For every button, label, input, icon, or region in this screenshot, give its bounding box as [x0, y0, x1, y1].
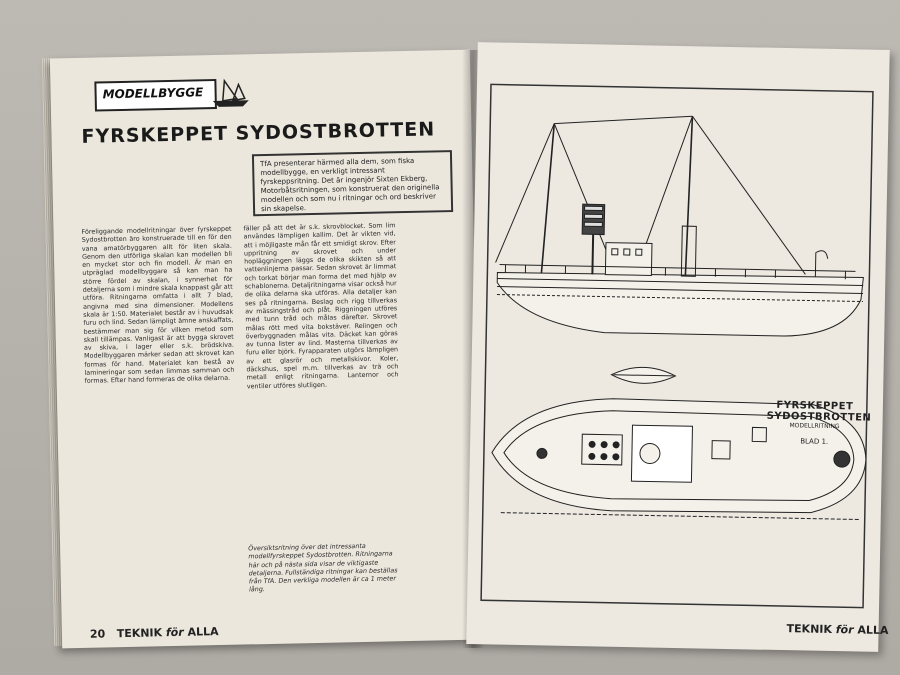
magazine-for: för — [835, 623, 854, 637]
open-magazine: MODELLBYGGE FYRSKEPPET SYDOSTBROTTEN TfA… — [10, 30, 900, 652]
left-folio: 20 TEKNIK för ALLA — [90, 625, 219, 641]
article-title: FYRSKEPPET SYDOSTBROTTEN — [81, 118, 436, 148]
section-logo: MODELLBYGGE — [94, 78, 217, 112]
right-folio: TEKNIK för ALLA 21 — [786, 622, 900, 637]
ship-profile-drawing — [495, 115, 864, 337]
drawing-title-block: FYRSKEPPET SYDOSTBROTTEN MODELLRITNING B… — [766, 400, 872, 447]
left-page: MODELLBYGGE FYRSKEPPET SYDOSTBROTTEN TfA… — [49, 49, 483, 649]
right-page: FYRSKEPPET SYDOSTBROTTEN MODELLRITNING B… — [466, 42, 900, 652]
lifeboat-drawing — [610, 366, 677, 384]
magazine-name: TEKNIK — [786, 622, 833, 637]
figure-caption: Översiktsritning över det intressanta mo… — [248, 541, 398, 594]
page-number: 20 — [89, 627, 106, 641]
intro-box: TfA presenterar härmed alla dem, som fis… — [251, 150, 454, 217]
magazine-name: TEKNIK — [116, 626, 163, 641]
body-column-1: Föreliggande modellritningar över fyrske… — [81, 224, 235, 386]
magazine-alla: ALLA — [857, 623, 889, 638]
ship-blueprint — [480, 83, 874, 609]
deck-plan-drawing — [491, 398, 867, 521]
magazine-for: för — [165, 625, 184, 640]
ship-logo-icon — [212, 78, 249, 107]
magazine-alla: ALLA — [187, 625, 219, 639]
logo-text: MODELLBYGGE — [102, 85, 204, 102]
title-block-line2: SYDOSTBROTTEN — [766, 410, 872, 424]
